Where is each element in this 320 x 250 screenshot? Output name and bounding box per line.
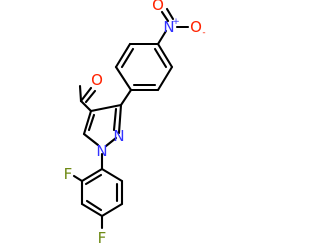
bond-ring2-c-double: [85, 199, 103, 212]
bond-aldehyde-c-o-double: [84, 89, 97, 104]
bond-c3-n2: [117, 103, 123, 135]
bond-ring1-e: [156, 65, 174, 92]
atom-label-aldehyde-o: O: [91, 71, 103, 89]
bond-ring2-d: [100, 202, 124, 218]
atom-label-pyrazole-n1: N: [96, 142, 107, 160]
bond-aryl-nitro: [156, 29, 168, 46]
bond-ring1-b: [114, 42, 132, 69]
bond-ring2-a: [80, 167, 104, 183]
bond-nitro-o-up-double: [165, 7, 175, 21]
bond-ring2-c: [80, 202, 104, 218]
bond-ring2-a-double: [84, 173, 103, 186]
bond-c-f-ortho: [72, 174, 84, 183]
bond-ring1-d: [156, 42, 174, 69]
bond-ring1-b-double: [120, 47, 135, 69]
bond-nitro-o-up: [160, 10, 170, 23]
atom-charge-nitro-o-right: -: [202, 28, 205, 38]
bond-n2-n1: [104, 136, 118, 148]
atom-label-pyrazole-n2: N: [113, 127, 124, 145]
chemical-structure-diagram: O N N N + O - O F F: [64, 0, 206, 247]
bond-aldehyde-c-o: [79, 86, 93, 103]
atom-charge-nitro-n: +: [172, 17, 180, 27]
bond-c4-cho: [79, 99, 93, 113]
bonds: [72, 7, 190, 230]
atom-label-nitro-n: N: [163, 18, 174, 36]
atom-label-fluoro-para: F: [98, 229, 107, 247]
bond-n1-c5: [82, 132, 100, 147]
bond-c3-n2-double: [112, 107, 118, 132]
bond-c5-c4: [82, 109, 93, 136]
bond-c4-c3: [89, 103, 123, 113]
bond-ring1-a: [114, 65, 133, 92]
bond-c3-aryl: [119, 88, 133, 107]
atom-label-fluoro-ortho: F: [64, 165, 73, 183]
atom-labels: O N N N + O - O F F: [64, 0, 206, 247]
bond-c5-c4-double: [87, 113, 96, 132]
atom-label-nitro-o-up: O: [152, 0, 164, 14]
bond-ring2-f: [100, 167, 124, 183]
bond-aldehyde-c-h: [78, 84, 83, 103]
bond-ring1-d-double: [153, 47, 168, 69]
atom-label-nitro-o-right: O: [190, 18, 202, 36]
